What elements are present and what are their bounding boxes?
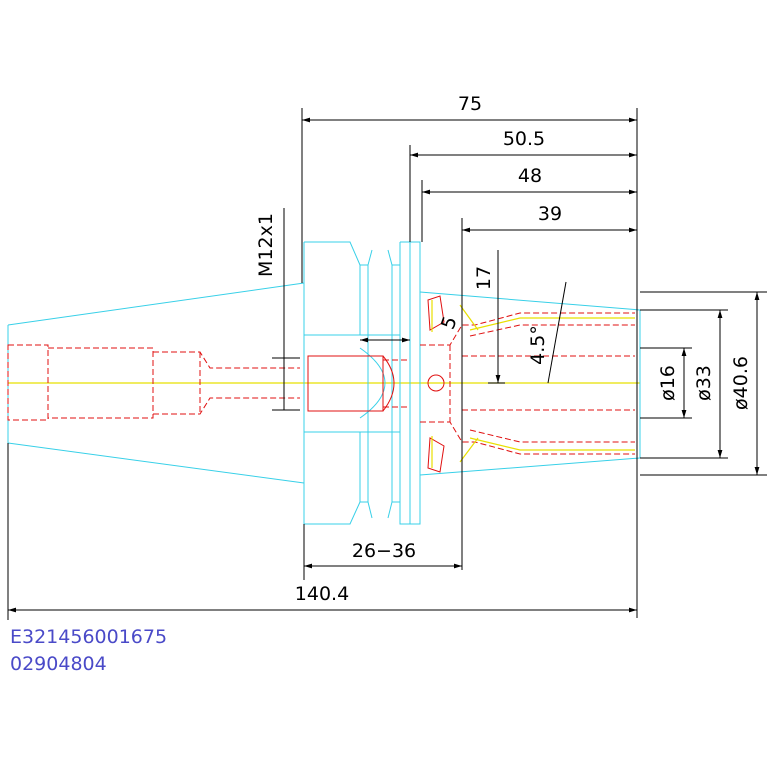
dimension-lines	[7, 108, 767, 620]
dim-dia33: ø33	[693, 365, 715, 401]
dim-75: 75	[458, 93, 482, 115]
dim-5: 5	[437, 314, 462, 333]
dim-50-5: 50.5	[503, 128, 545, 150]
dim-dia40-6: ø40.6	[730, 356, 752, 410]
drawing-number: 02904804	[10, 653, 107, 675]
dim-overall: 140.4	[295, 583, 349, 605]
dim-39: 39	[538, 203, 562, 225]
collet-taper	[431, 300, 635, 468]
part-number: E321456001675	[10, 626, 167, 648]
dim-angle: 4.5°	[527, 325, 549, 365]
dim-48: 48	[518, 165, 542, 187]
hidden-lines	[7, 295, 635, 473]
dim-dia16: ø16	[657, 365, 679, 401]
dim-17: 17	[473, 266, 495, 290]
dim-range: 26−36	[352, 540, 416, 562]
dim-thread: M12x1	[255, 213, 277, 277]
